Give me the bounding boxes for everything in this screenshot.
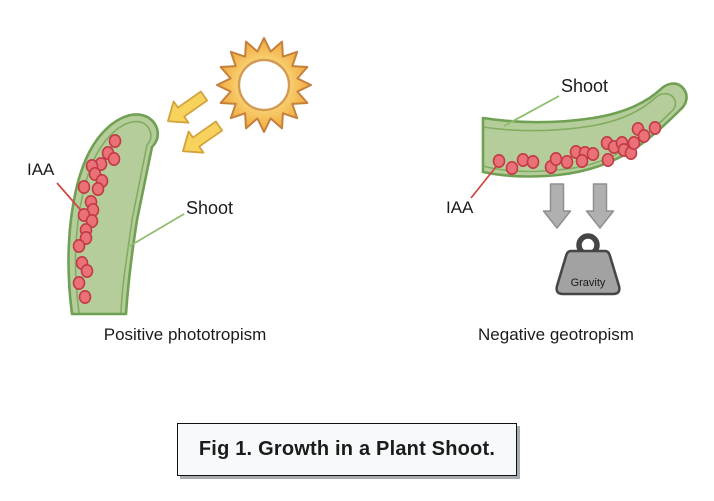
- shoot-label-left: Shoot: [186, 198, 234, 218]
- iaa-dot: [78, 289, 92, 304]
- right-panel-caption: Negative geotropism: [478, 325, 634, 344]
- iaa-dot: [91, 182, 105, 197]
- iaa-dot: [627, 136, 641, 151]
- iaa-dot: [77, 180, 91, 195]
- iaa-dot: [505, 161, 519, 176]
- gravity-arrow-icon: [585, 183, 615, 229]
- iaa-dots-left: [72, 134, 122, 304]
- iaa-dot: [549, 152, 563, 167]
- shoot-right-shape: [481, 82, 688, 178]
- iaa-dot: [80, 263, 94, 278]
- phototropism-diagram: [56, 37, 312, 316]
- shoot-right-membrane: [482, 92, 677, 173]
- shoot-label-right: Shoot: [561, 76, 609, 96]
- iaa-dot: [516, 153, 530, 168]
- iaa-dot: [107, 152, 121, 167]
- shoot-leader-line-right: [503, 95, 560, 127]
- gravity-label: Gravity: [570, 277, 606, 289]
- iaa-dot: [108, 134, 122, 149]
- iaa-dot: [492, 154, 506, 169]
- iaa-dot: [637, 129, 651, 144]
- iaa-dot: [526, 155, 540, 170]
- iaa-label-right: IAA: [446, 198, 474, 217]
- sun-center-circle: [237, 58, 291, 112]
- shoot-left-membrane: [74, 120, 152, 314]
- shoot-leader-line-left: [127, 213, 185, 248]
- geotropism-diagram: [470, 82, 688, 296]
- iaa-dot: [648, 121, 662, 136]
- gravity-arrow-icon: [542, 183, 572, 229]
- iaa-dot: [575, 154, 589, 169]
- iaa-dot: [72, 239, 86, 254]
- iaa-dots-right: [492, 121, 662, 176]
- left-panel-caption: Positive phototropism: [103, 325, 267, 344]
- iaa-dot: [601, 153, 615, 168]
- iaa-dot: [586, 147, 600, 162]
- iaa-leader-line-right: [470, 162, 500, 199]
- iaa-dot: [72, 275, 86, 290]
- figure-caption-box: Fig 1. Growth in a Plant Shoot.: [177, 423, 517, 476]
- light-ray-arrow-icon: [167, 90, 209, 124]
- iaa-label-left: IAA: [27, 160, 55, 179]
- figure-caption: Fig 1. Growth in a Plant Shoot.: [198, 438, 496, 460]
- iaa-dot: [560, 155, 574, 170]
- gravity-weight-icon: [555, 249, 621, 296]
- light-ray-arrow-icon: [182, 120, 224, 154]
